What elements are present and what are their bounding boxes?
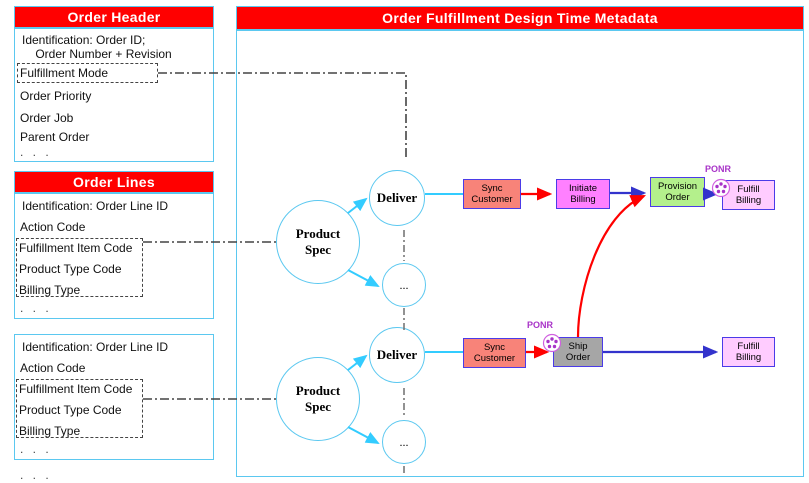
order-lines-2-attr-0: Identification: Order Line ID [22,340,169,354]
link-fulfillment-mode [158,72,407,160]
order-header-attr-fulfillment-mode: Fulfillment Mode [20,66,109,80]
alt-circle-2[interactable]: ... [382,420,426,464]
node-provision-order[interactable]: Provision Order [650,177,705,207]
ponr-icon-2 [542,333,562,353]
branch-arrows-1 [347,197,380,287]
order-lines-1-highlight-box [16,238,143,297]
node-initiate-billing[interactable]: Initiate Billing [556,179,610,209]
order-header-highlight-box [17,63,158,83]
main-panel-title: Order Fulfillment Design Time Metadata [382,10,658,26]
node-sync-customer-1-label: Sync Customer [471,183,513,205]
order-lines-title: Order Lines [73,174,155,190]
order-lines-1-attr-1: Action Code [20,220,86,234]
node-ship-order[interactable]: Ship Order [553,337,603,367]
left-column-bottom-ellipsis: . . . [20,468,52,482]
deliver-circle-1[interactable]: Deliver [369,170,425,226]
order-lines-2-attr-4: Billing Type [19,424,81,438]
order-lines-1-attr-4: Billing Type [19,283,81,297]
deliver-label-1: Deliver [376,190,418,205]
node-sync-customer-2[interactable]: Sync Customer [463,338,526,368]
order-lines-2-highlight-box [16,379,143,438]
ponr-icon-1 [711,178,731,198]
order-lines-1-attr-3: Product Type Code [19,262,122,276]
node-sync-customer-1[interactable]: Sync Customer [463,179,521,209]
order-header-title-bar: Order Header [14,6,214,28]
order-lines-1-ellipsis: . . . [20,301,52,315]
order-header-ellipsis: . . . [20,145,52,159]
order-header-title: Order Header [67,9,161,25]
main-panel-title-bar: Order Fulfillment Design Time Metadata [236,6,804,30]
order-lines-2-ellipsis: . . . [20,442,52,456]
node-fulfill-billing-2-label: Fulfill Billing [735,341,762,363]
order-header-attr-1: Order Number + Revision [22,47,172,61]
node-ship-order-label: Ship Order [565,341,591,363]
order-lines-1-attr-2: Fulfillment Item Code [19,241,133,255]
order-lines-2-attr-1: Action Code [20,361,86,375]
node-fulfill-billing-1[interactable]: Fulfill Billing [722,180,775,210]
node-provision-order-label: Provision Order [657,181,698,203]
node-fulfill-billing-2[interactable]: Fulfill Billing [722,337,775,367]
node-sync-customer-2-label: Sync Customer [473,342,516,364]
order-lines-2-panel [14,334,214,460]
order-lines-2-attr-3: Product Type Code [19,403,122,417]
product-spec-circle-1[interactable]: Product Spec [276,200,360,284]
node-fulfill-billing-1-label: Fulfill Billing [735,184,762,206]
order-header-panel [14,28,214,162]
node-initiate-billing-label: Initiate Billing [569,183,597,205]
branch-arrows-2 [347,354,380,444]
order-header-attr-4: Order Job [20,111,74,125]
order-lines-1-attr-0: Identification: Order Line ID [22,199,169,213]
order-header-attr-5: Parent Order [20,130,90,144]
alt-circle-1[interactable]: ... [382,263,426,307]
order-header-attr-0: Identification: Order ID; [22,33,146,47]
deliver-label-2: Deliver [376,347,418,362]
product-spec-label-2: Product Spec [295,383,341,414]
order-header-attr-3: Order Priority [20,89,92,103]
flow-row-1 [425,186,719,201]
order-lines-title-bar: Order Lines [14,171,214,193]
product-spec-circle-2[interactable]: Product Spec [276,357,360,441]
alt-label-1: ... [399,277,409,292]
order-lines-1-panel [14,193,214,319]
ponr-label-1: PONR [705,164,732,174]
deliver-circle-2[interactable]: Deliver [369,327,425,383]
product-spec-label-1: Product Spec [295,226,341,257]
ponr-label-2: PONR [527,320,554,330]
edge-ship-to-provision-curve [576,194,647,338]
alt-label-2: ... [399,434,409,449]
order-lines-2-attr-2: Fulfillment Item Code [19,382,133,396]
